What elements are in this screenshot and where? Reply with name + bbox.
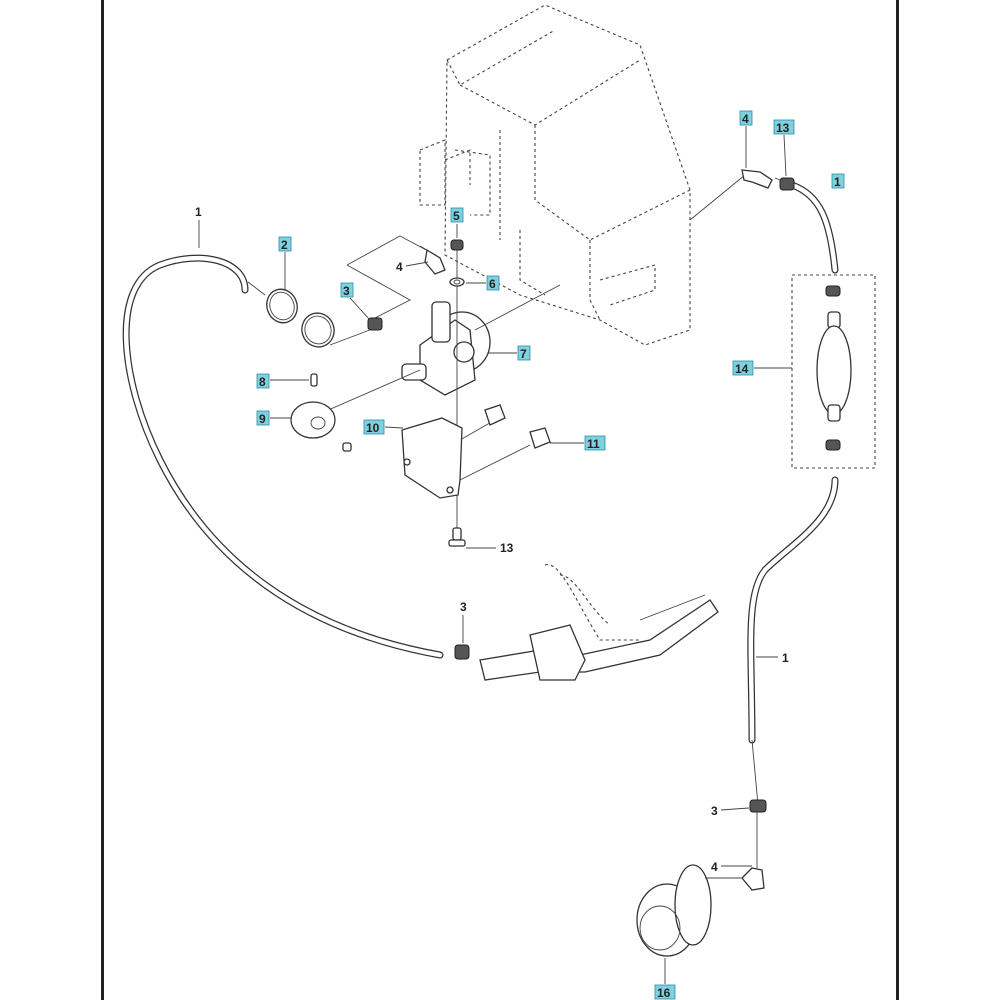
elbow-fittings-right [741, 169, 773, 891]
callout-2: 2 [281, 238, 288, 252]
callout-3-top: 3 [343, 284, 350, 298]
elbow-fitting-pump [419, 245, 446, 275]
callout-13-bottom: 13 [500, 541, 514, 555]
callout-1-right: 1 [782, 651, 789, 665]
callout-6: 6 [489, 277, 496, 291]
hose-left [122, 254, 444, 659]
callout-3-middle: 3 [460, 600, 467, 614]
lower-tube-assembly [479, 564, 719, 681]
fuel-filter [636, 864, 742, 957]
hose-clamp-fittings [367, 177, 795, 813]
callout-4-bottom: 4 [711, 860, 718, 874]
callout-5: 5 [453, 209, 460, 223]
callout-3-bottom: 3 [711, 804, 718, 818]
callout-14: 14 [735, 362, 749, 376]
callout-4-pump: 4 [396, 260, 403, 274]
pin-and-pulley [290, 373, 352, 452]
pump-assembly [401, 284, 561, 396]
callout-7: 7 [520, 347, 527, 361]
page-border-left [101, 0, 104, 1000]
primer-bulb [816, 285, 852, 451]
mounting-bracket [401, 417, 463, 499]
callout-1-top-right: 1 [834, 175, 841, 189]
callout-1-left: 1 [195, 205, 202, 219]
clamp-rings [266, 288, 335, 348]
knob-screws [484, 404, 551, 449]
page-border-right [896, 0, 899, 1000]
hose-right [747, 181, 839, 806]
callout-13-top: 13 [776, 121, 790, 135]
callout-16: 16 [657, 986, 671, 1000]
callout-10: 10 [366, 421, 380, 435]
callout-labels: 1 2 3 4 5 6 7 8 9 10 11 13 3 [195, 110, 845, 1000]
bolt [448, 527, 466, 547]
callout-4-top-right: 4 [742, 112, 749, 126]
machine-housing-outline [419, 4, 691, 346]
callout-9: 9 [259, 412, 266, 426]
callout-8: 8 [259, 375, 266, 389]
callout-11: 11 [587, 437, 600, 451]
washer-and-cap [449, 239, 465, 287]
